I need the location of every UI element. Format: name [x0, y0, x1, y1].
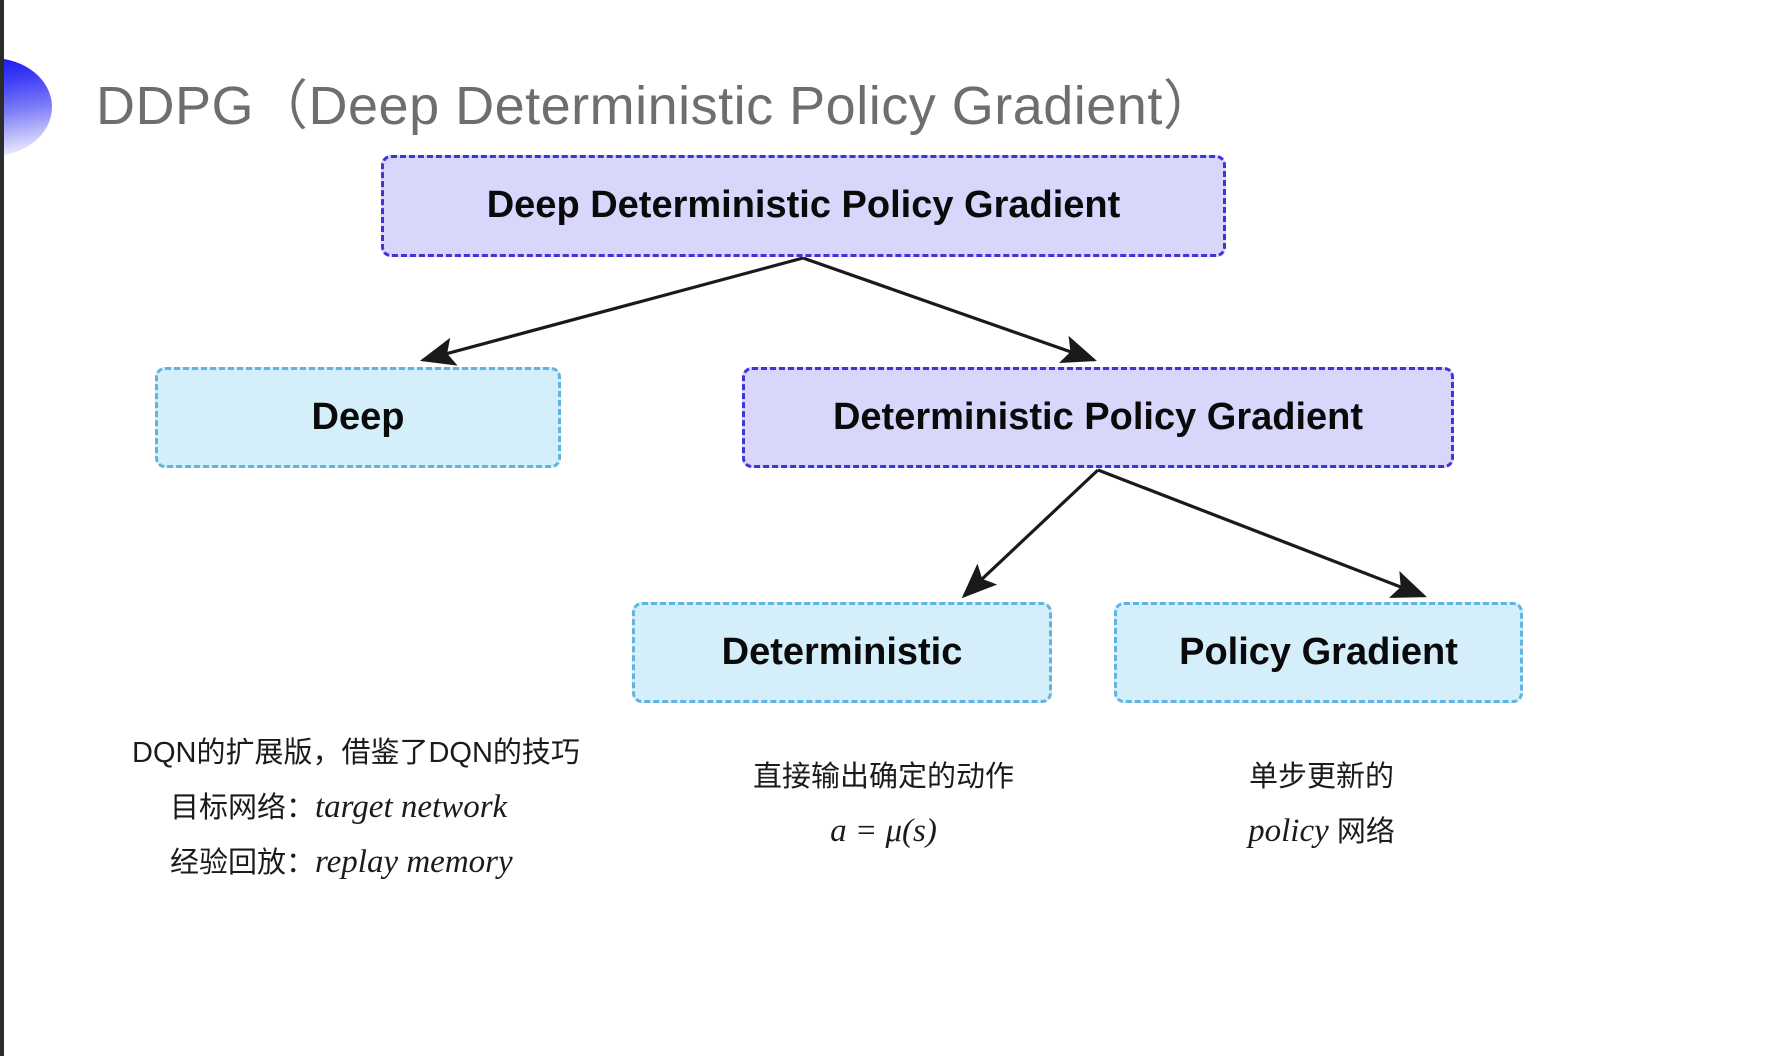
node-policy-gradient-label: Policy Gradient [1179, 630, 1458, 673]
caption-policy-gradient: 单步更新的 policy 网络 [1244, 750, 1399, 859]
caption-deep-line-1: DQN的扩展版，借鉴了DQN的技巧 [132, 737, 580, 769]
caption-deep-line-3-label: 经验回放： [170, 847, 316, 879]
node-root-label: Deep Deterministic Policy Gradient [486, 184, 1121, 227]
caption-deep: DQN的扩展版，借鉴了DQN的技巧 目标网络：target network 经验… [132, 726, 580, 890]
caption-policy-gradient-term: policy [1248, 813, 1329, 849]
caption-deep-line-3: 经验回放：replay memory [132, 835, 580, 890]
edge-dpg-to-deterministic [961, 468, 1100, 599]
title-decoration-icon [4, 58, 52, 156]
caption-deep-line-2: 目标网络：target network [132, 780, 580, 835]
caption-deterministic-line-1: 直接输出确定的动作 [752, 761, 1014, 793]
caption-policy-gradient-suffix: 网络 [1328, 816, 1395, 848]
edge-root-to-dpg [802, 256, 1098, 364]
caption-deterministic: 直接输出确定的动作 a = μ(s) [746, 750, 1021, 858]
edge-root-to-deep [419, 256, 804, 366]
page-title: DDPG（Deep Deterministic Policy Gradient） [96, 76, 1218, 136]
node-deterministic-policy-gradient[interactable]: Deterministic Policy Gradient [742, 367, 1454, 468]
caption-policy-gradient-line-1: 单步更新的 [1248, 761, 1394, 793]
node-deep[interactable]: Deep [155, 367, 561, 468]
edge-dpg-to-policy-gradient [1097, 468, 1427, 598]
caption-deep-line-3-term: replay memory [315, 844, 513, 880]
node-deep-label: Deep [311, 395, 405, 438]
caption-policy-gradient-line-2: policy 网络 [1244, 804, 1399, 859]
caption-deterministic-formula: a = μ(s) [830, 813, 937, 849]
node-deterministic-label: Deterministic [721, 630, 963, 673]
caption-deep-line-2-label: 目标网络： [170, 792, 316, 824]
node-root[interactable]: Deep Deterministic Policy Gradient [381, 155, 1226, 257]
node-deterministic[interactable]: Deterministic [632, 602, 1052, 703]
node-dpg-label: Deterministic Policy Gradient [832, 395, 1364, 438]
caption-deep-line-2-term: target network [315, 789, 508, 825]
node-policy-gradient[interactable]: Policy Gradient [1114, 602, 1523, 703]
